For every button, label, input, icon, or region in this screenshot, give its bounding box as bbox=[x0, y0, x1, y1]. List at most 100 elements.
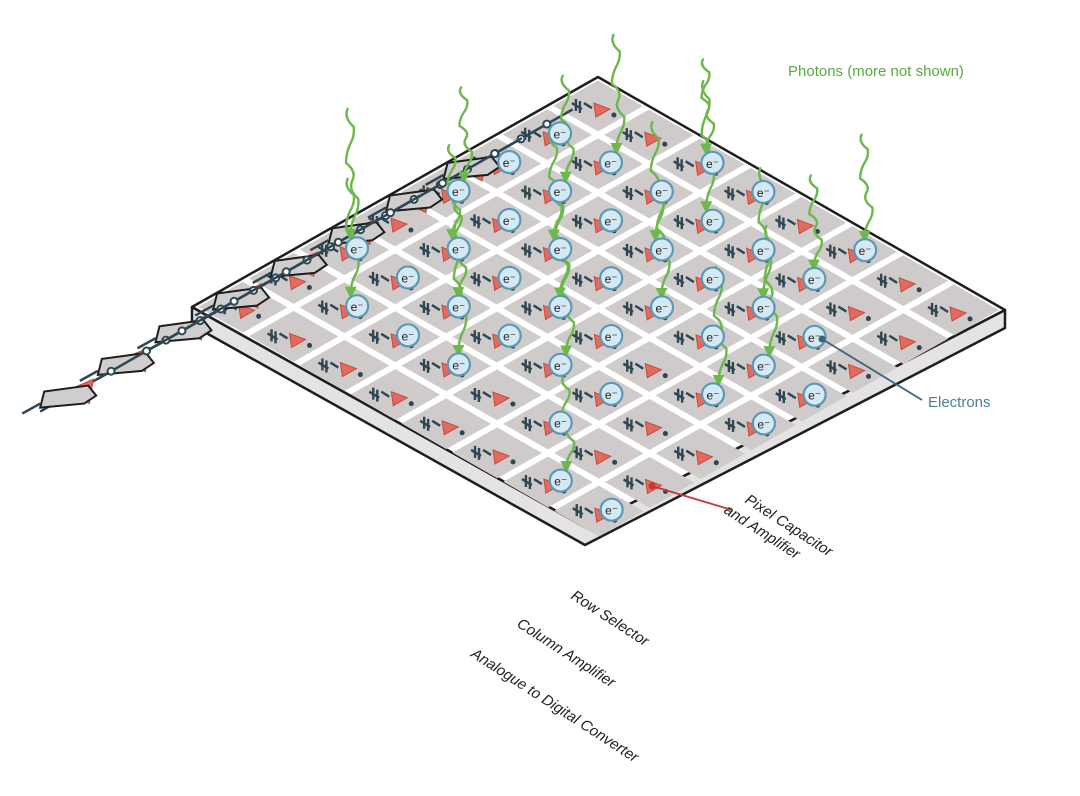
adc-output-wire bbox=[367, 206, 387, 219]
amplifier-icon bbox=[390, 390, 409, 407]
capacitor-icon bbox=[724, 417, 746, 432]
electron-symbol: e⁻ bbox=[655, 186, 668, 200]
capacitor-icon bbox=[724, 302, 746, 317]
row-selector-switch bbox=[281, 267, 291, 277]
photon-arrow bbox=[344, 177, 360, 299]
electron: e⁻ bbox=[446, 352, 471, 377]
electron-icon bbox=[700, 150, 725, 175]
pixel-node bbox=[510, 459, 516, 465]
adc-output-wire bbox=[21, 402, 41, 415]
electron-icon bbox=[344, 236, 370, 261]
capacitor-icon bbox=[571, 214, 593, 229]
capacitor-icon bbox=[521, 359, 543, 374]
capacitor-icon bbox=[470, 445, 492, 460]
pixel-capacitor-amplifier bbox=[876, 331, 922, 351]
electron-symbol: e⁻ bbox=[554, 359, 567, 373]
electron: e⁻ bbox=[751, 411, 776, 436]
capacitor-icon bbox=[419, 301, 441, 316]
electron-symbol: e⁻ bbox=[655, 243, 668, 257]
capacitor-icon bbox=[521, 417, 543, 432]
electron-icon bbox=[599, 266, 624, 291]
row-selector-switch bbox=[333, 237, 343, 247]
pixel-node bbox=[256, 313, 262, 319]
electron-markers: e⁻ e⁻ e⁻ e⁻ e⁻ e⁻ e⁻ e⁻ e⁻ e⁻ e⁻ e⁻ e⁻ e⁻ e⁻ e⁻ e⁻ e⁻ e⁻ e⁻… bbox=[344, 121, 878, 522]
electron: e⁻ bbox=[497, 265, 522, 290]
pixel-node bbox=[662, 373, 668, 379]
adc-output-wire bbox=[309, 239, 329, 252]
pixel-capacitor-amplifier bbox=[571, 99, 617, 118]
electron-icon bbox=[853, 238, 878, 263]
electron: e⁻ bbox=[700, 150, 725, 175]
electron-icon bbox=[802, 324, 827, 349]
row-selector-switch bbox=[177, 326, 187, 336]
electron: e⁻ bbox=[700, 382, 726, 407]
capacitor-icon bbox=[622, 417, 645, 432]
capacitor-icon bbox=[774, 215, 797, 230]
capacitor-icon bbox=[470, 330, 492, 345]
adc-output-wire bbox=[194, 304, 214, 317]
capacitor-icon bbox=[317, 358, 340, 373]
amplifier-icon bbox=[644, 131, 662, 147]
electron-symbol: e⁻ bbox=[554, 127, 567, 141]
amplifier-icon bbox=[644, 420, 663, 437]
electron-icon bbox=[548, 352, 573, 377]
electron-icon bbox=[497, 265, 522, 290]
electron-icon bbox=[547, 121, 573, 146]
electron-symbol: e⁻ bbox=[554, 417, 567, 431]
capacitor-icon bbox=[470, 272, 492, 287]
electron-symbol: e⁻ bbox=[757, 302, 770, 316]
electron: e⁻ bbox=[497, 207, 522, 233]
pixel-capacitor-amplifier bbox=[622, 128, 668, 147]
electron: e⁻ bbox=[649, 237, 674, 262]
photon-arrow bbox=[610, 33, 626, 155]
row-selector-switch bbox=[490, 149, 500, 159]
electron: e⁻ bbox=[548, 410, 573, 435]
capacitor-icon bbox=[673, 273, 695, 288]
capacitor-icon bbox=[521, 475, 543, 490]
electron-symbol: e⁻ bbox=[351, 300, 364, 314]
electron-symbol: e⁻ bbox=[706, 330, 719, 344]
adc-output-wire bbox=[79, 369, 99, 382]
capacitor-icon bbox=[520, 185, 542, 200]
electron: e⁻ bbox=[548, 179, 573, 204]
electron-icon bbox=[700, 324, 725, 349]
row-selector-switch bbox=[542, 119, 552, 129]
amplifier-icon bbox=[288, 274, 307, 291]
capacitor-icon bbox=[368, 387, 390, 402]
electron-icon bbox=[548, 179, 573, 204]
electron-icon bbox=[446, 236, 471, 261]
electron-icon bbox=[599, 323, 624, 349]
pixel-capacitor-amplifier bbox=[825, 302, 871, 322]
capacitor-icon bbox=[266, 329, 289, 344]
electron-symbol: e⁻ bbox=[554, 185, 567, 199]
electron-symbol: e⁻ bbox=[554, 243, 567, 257]
capacitor-icon bbox=[317, 300, 339, 315]
pixel-capacitor-amplifier bbox=[825, 360, 872, 380]
electron: e⁻ bbox=[802, 382, 827, 407]
capacitor-icon bbox=[571, 156, 593, 171]
pixel-capacitor-amplifier bbox=[470, 445, 516, 465]
capacitor-icon bbox=[673, 446, 695, 461]
pixel-node bbox=[306, 285, 312, 291]
pixel-capacitor-amplifier bbox=[673, 446, 719, 466]
capacitor-icon bbox=[368, 271, 390, 286]
electron-icon bbox=[598, 208, 624, 233]
capacitor-icon bbox=[723, 186, 746, 201]
electron: e⁻ bbox=[547, 121, 573, 146]
electron-icon bbox=[649, 237, 674, 262]
electron-icon bbox=[700, 382, 726, 407]
electron-symbol: e⁻ bbox=[808, 273, 821, 287]
amplifier-icon bbox=[594, 449, 612, 466]
electron-symbol: e⁻ bbox=[808, 331, 821, 345]
capacitor-icon bbox=[470, 388, 492, 403]
electron: e⁻ bbox=[751, 295, 776, 320]
electron-icon bbox=[548, 468, 573, 493]
electron: e⁻ bbox=[395, 265, 420, 290]
capacitor-icon bbox=[774, 273, 797, 288]
electron-icon bbox=[598, 150, 623, 175]
electron-icon bbox=[802, 266, 827, 292]
electron-symbol: e⁻ bbox=[452, 358, 465, 372]
electron-icon bbox=[751, 353, 776, 378]
pixel-capacitor-amplifier bbox=[317, 358, 363, 378]
capacitor-icon bbox=[520, 301, 543, 316]
